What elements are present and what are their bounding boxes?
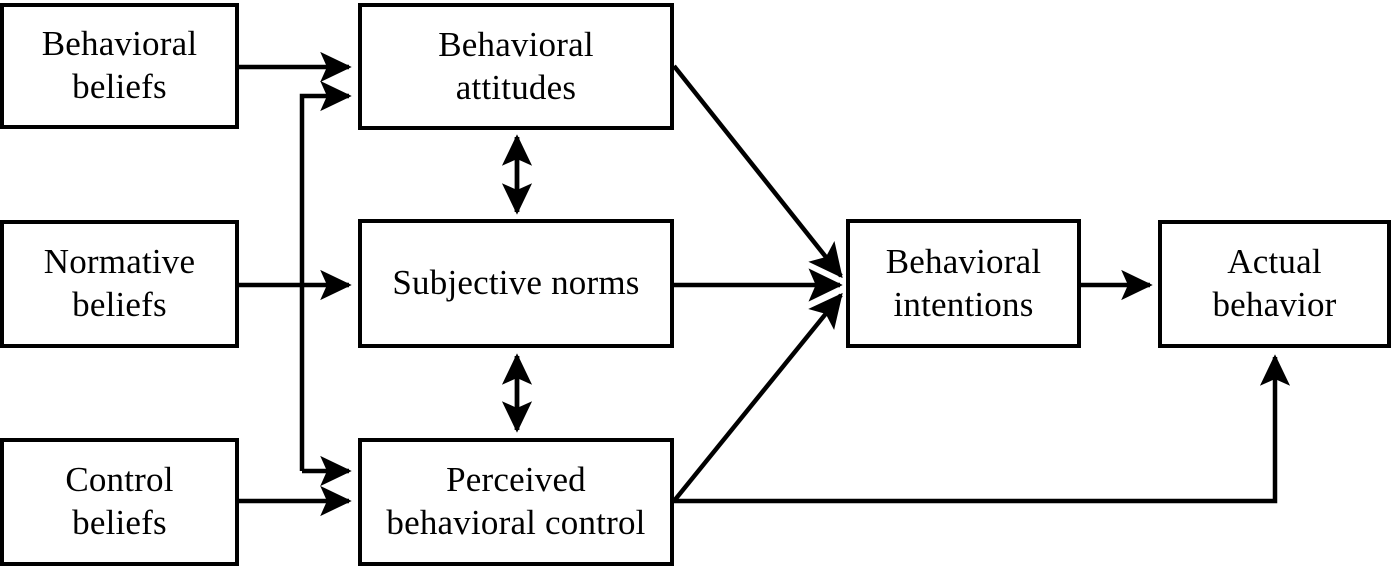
node-label-subjective-norms: Subjective norms xyxy=(392,263,640,303)
node-perceived-behavioral-control[interactable]: Perceived behavioral control xyxy=(358,438,674,566)
node-behavioral-beliefs[interactable]: Behavioral beliefs xyxy=(0,3,239,129)
node-label-control-beliefs: Control beliefs xyxy=(65,460,174,542)
node-label-behavioral-intentions: Behavioral intentions xyxy=(885,241,1042,324)
edge-pbc-to-bi xyxy=(672,292,843,503)
edge-pbc-to-ab xyxy=(674,354,1291,504)
node-behavioral-intentions[interactable]: Behavioral intentions xyxy=(846,219,1081,348)
node-behavioral-attitudes[interactable]: Behavioral attitudes xyxy=(358,3,674,130)
node-label-behavioral-attitudes: Behavioral attitudes xyxy=(438,24,594,107)
node-actual-behavior[interactable]: Actual behavior xyxy=(1158,220,1391,348)
node-control-beliefs[interactable]: Control beliefs xyxy=(0,438,239,566)
node-label-perceived-behavioral-control: Perceived behavioral control xyxy=(386,460,646,542)
edge-ba-to-bi xyxy=(672,64,843,279)
node-label-normative-beliefs: Normative beliefs xyxy=(43,242,196,324)
node-subjective-norms[interactable]: Subjective norms xyxy=(358,219,674,348)
node-label-actual-behavior: Actual behavior xyxy=(1212,242,1337,324)
edge-riser-to-ba xyxy=(299,80,352,471)
node-normative-beliefs[interactable]: Normative beliefs xyxy=(0,220,239,348)
node-label-behavioral-beliefs: Behavioral beliefs xyxy=(41,24,198,106)
